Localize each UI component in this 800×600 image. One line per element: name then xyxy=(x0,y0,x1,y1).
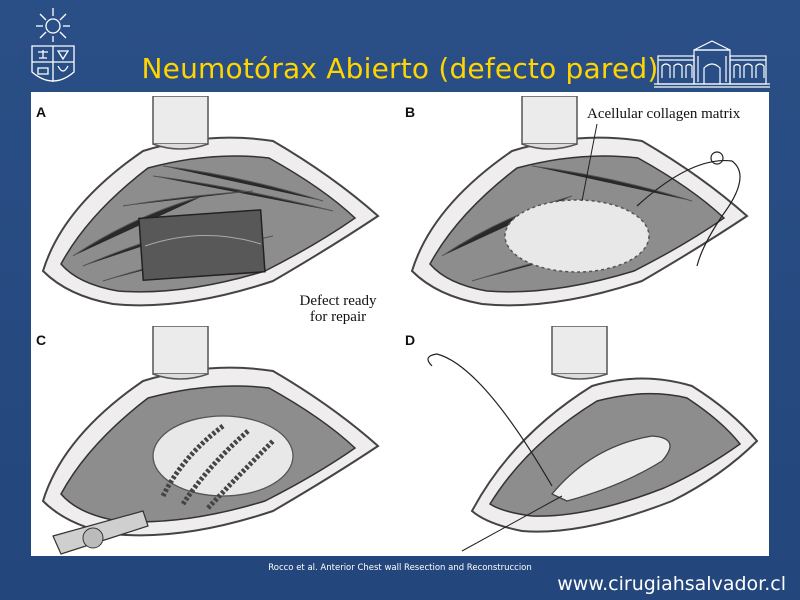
panel-a-illustration xyxy=(41,96,380,307)
panel-d: D xyxy=(402,326,767,556)
citation: Rocco et al. Anterior Chest wall Resecti… xyxy=(268,563,532,573)
surgical-figure: A Defect ready for repair xyxy=(31,92,769,556)
annotation-defect-ready-line1: Defect ready xyxy=(299,293,377,309)
panel-c: C xyxy=(33,326,398,556)
panel-b-illustration xyxy=(410,96,749,307)
annotation-collagen-matrix: Acellular collagen matrix xyxy=(587,106,741,122)
panel-letter-d: D xyxy=(405,332,416,348)
panel-a: A Defect ready for repair xyxy=(33,96,398,326)
university-crest-icon xyxy=(18,6,88,92)
panel-letter-b: B xyxy=(405,104,416,120)
panel-b: B Acellular collagen matrix xyxy=(402,96,767,326)
panel-c-illustration xyxy=(41,326,380,555)
panel-letter-a: A xyxy=(36,104,47,120)
panel-d-illustration xyxy=(427,326,759,552)
slide-title: Neumotórax Abierto (defecto pared) xyxy=(141,52,659,85)
hospital-building-icon xyxy=(652,38,772,90)
panel-letter-c: C xyxy=(36,332,47,348)
website-url: www.cirugiahsalvador.cl xyxy=(557,573,786,595)
annotation-defect-ready-line2: for repair xyxy=(309,309,367,325)
annotation-defect-ready: Defect ready for repair xyxy=(278,293,398,325)
